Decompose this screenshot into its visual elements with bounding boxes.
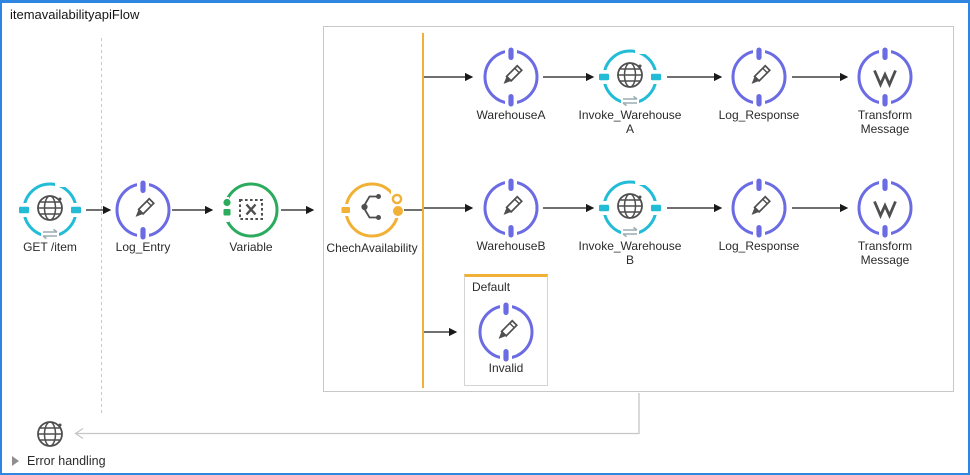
node-label: Log_Response (718, 108, 800, 122)
flow-response-globe-icon (37, 421, 63, 447)
node-logger-invalid[interactable] (474, 300, 538, 364)
node-http-request-warehouse-a[interactable] (598, 45, 662, 109)
node-http-request-warehouse-b[interactable] (598, 176, 662, 240)
node-label: Transform Message (857, 239, 913, 267)
logger-icon (479, 45, 543, 109)
error-handling-divider (2, 473, 968, 474)
expand-triangle-icon (12, 456, 19, 466)
set-variable-icon (219, 178, 283, 242)
transform-message-icon (853, 45, 917, 109)
http-request-icon (598, 45, 662, 109)
node-label: GET /item (23, 240, 77, 254)
error-handling-header[interactable]: Error handling (12, 454, 106, 468)
response-connector (74, 393, 640, 440)
node-label: Log_Response (718, 239, 800, 253)
node-label: Invoke_Warehouse A (578, 108, 682, 136)
node-label: Transform Message (857, 108, 913, 136)
node-http-listener[interactable] (18, 178, 82, 242)
node-label: ChechAvailability (326, 241, 418, 255)
node-label: WarehouseB (476, 239, 546, 253)
node-label: Log_Entry (115, 240, 171, 254)
default-branch-label: Default (472, 280, 511, 294)
transform-message-icon (853, 176, 917, 240)
node-logger-warehouse-b[interactable] (479, 176, 543, 240)
logger-icon (727, 176, 791, 240)
node-label: Variable (229, 240, 273, 254)
node-logger-log-response-a[interactable] (727, 45, 791, 109)
logger-icon (111, 178, 175, 242)
logger-icon (727, 45, 791, 109)
node-logger-log-response-b[interactable] (727, 176, 791, 240)
node-label: Invoke_Warehouse B (578, 239, 682, 267)
node-label: WarehouseA (476, 108, 546, 122)
http-listener-icon (18, 178, 82, 242)
http-request-icon (598, 176, 662, 240)
choice-router-icon (340, 178, 404, 242)
node-transform-message-a[interactable] (853, 45, 917, 109)
flow-title: itemavailabilityapiFlow (10, 7, 140, 22)
error-handling-label: Error handling (27, 454, 106, 468)
node-transform-message-b[interactable] (853, 176, 917, 240)
node-choice-router[interactable] (340, 178, 404, 242)
node-logger-warehouse-a[interactable] (479, 45, 543, 109)
logger-icon (474, 300, 538, 364)
node-logger-log-entry[interactable] (111, 178, 175, 242)
node-label: Invalid (488, 361, 524, 375)
node-set-variable[interactable] (219, 178, 283, 242)
logger-icon (479, 176, 543, 240)
